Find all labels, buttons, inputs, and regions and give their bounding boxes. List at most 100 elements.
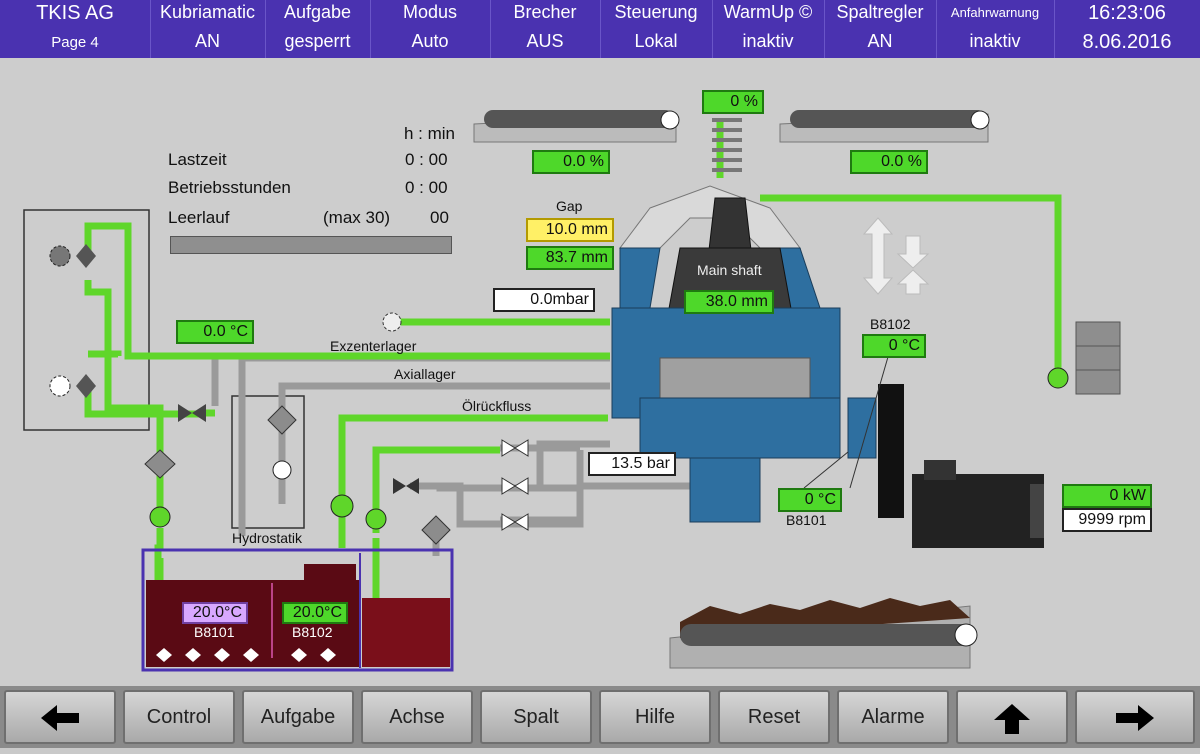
gap-label: Gap (556, 198, 583, 214)
header-cell-title: Brecher (513, 2, 577, 22)
exzenterlager-label: Exzenterlager (330, 338, 417, 354)
header-cell-warmup[interactable]: WarmUp © inaktiv (712, 0, 825, 58)
motor-power: 0 kW (1062, 484, 1152, 508)
alarme-button[interactable]: Alarme (837, 690, 949, 744)
oil-tank (141, 548, 454, 672)
clock-time: 16:23:06 (1088, 2, 1166, 24)
motor-icon (912, 460, 1044, 548)
up-down-arrows-icon (862, 217, 930, 295)
discharge-conveyor (669, 598, 978, 669)
company-name: TKIS AG (36, 2, 114, 24)
heater-icons (156, 648, 336, 662)
header-cell-title: Steuerung (614, 2, 698, 22)
piping-graphics (23, 110, 1121, 672)
header-cell-title: Kubriamatic (159, 2, 256, 22)
leerlauf-max: (max 30) (323, 208, 391, 227)
header-cell-title: Spaltregler (836, 2, 924, 22)
navigation-footer: Control Aufgabe Achse Spalt Hilfe Reset … (0, 686, 1200, 748)
oelrueckfluss-label: Ölrückfluss (462, 398, 532, 414)
control-button[interactable]: Control (123, 690, 235, 744)
header-cell-title: WarmUp © (723, 2, 813, 22)
axiallager-label: Axiallager (394, 366, 456, 382)
cooler-box (23, 209, 150, 431)
fan-icons (76, 244, 96, 398)
gap-setpoint[interactable]: 10.0 mm (526, 218, 614, 242)
header-cell-title: Anfahrwarnung (950, 5, 1040, 20)
pump-icons (49, 245, 387, 530)
feeder-left-percent: 0.0 % (532, 150, 610, 174)
header-cell-spaltregler[interactable]: Spaltregler AN (824, 0, 937, 58)
feeder-conveyor-right (779, 110, 990, 143)
top-center-percent: 0 % (702, 90, 764, 114)
tank-b8102-temperature: 20.0°C (282, 602, 348, 624)
leerlauf-value: 00 (430, 208, 449, 227)
leerlauf-label: Leerlauf (168, 208, 230, 227)
betrieb-value: 0 : 00 (405, 178, 448, 197)
oil-unit-icon (1075, 321, 1121, 395)
feeder-right-percent: 0.0 % (850, 150, 928, 174)
header-cell-value: AUS (526, 31, 564, 51)
tank-fluid-right (362, 598, 450, 667)
clock-date: 8.06.2016 (1082, 31, 1172, 53)
betrieb-label: Betriebsstunden (168, 178, 291, 197)
pressure-bar: 13.5 bar (588, 452, 676, 476)
feeder-conveyor-left (473, 110, 680, 143)
b8101-temperature: 0 °C (778, 488, 842, 512)
header-cell-title: Aufgabe (283, 2, 352, 22)
arrow-up-icon (994, 704, 1030, 734)
spring-icon (712, 118, 742, 172)
header-cell-value: gesperrt (284, 31, 351, 51)
unit-header: h : min (404, 124, 456, 143)
header-cell-aufgabe[interactable]: Aufgabe gesperrt (265, 0, 371, 58)
reset-button[interactable]: Reset (718, 690, 830, 744)
tank-b8101-temperature: 20.0°C (182, 602, 248, 624)
header-cell-value: Auto (411, 31, 449, 51)
pressure-mbar: 0.0mbar (493, 288, 595, 312)
header-company-cell: TKIS AG Page 4 (0, 0, 151, 58)
belt-drive (878, 384, 904, 518)
cone-crusher (611, 185, 877, 523)
tank-b8101-label: B8101 (194, 624, 235, 640)
hilfe-button[interactable]: Hilfe (599, 690, 711, 744)
hydrostatik-label: Hydrostatik (232, 530, 303, 546)
hydrostatik-box (231, 395, 305, 529)
aufgabe-button[interactable]: Aufgabe (242, 690, 354, 744)
header-cell-modus[interactable]: Modus Auto (370, 0, 491, 58)
achse-button[interactable]: Achse (361, 690, 473, 744)
arrow-right-icon (1116, 705, 1154, 731)
valve-icons (178, 404, 529, 531)
return-pump-icon (1047, 367, 1069, 389)
header-cell-value: inaktiv (742, 31, 794, 51)
tank-b8102-label: B8102 (292, 624, 333, 640)
arrow-left-icon (41, 705, 79, 731)
header-cell-value: AN (194, 31, 220, 51)
header-cell-title: Modus (402, 2, 458, 22)
process-diagram: h : min Lastzeit 0 : 00 Betriebsstunden … (0, 58, 1200, 686)
header-clock: 16:23:06 8.06.2016 (1054, 0, 1200, 58)
main-shaft-value: 38.0 mm (684, 290, 774, 314)
header-cell-value: Lokal (634, 31, 678, 51)
b8102-label: B8102 (870, 316, 911, 332)
page-number: Page 4 (51, 34, 99, 51)
b8101-label: B8101 (786, 512, 827, 528)
back-button[interactable] (4, 690, 116, 744)
forward-button[interactable] (1075, 690, 1195, 744)
oil-temperature: 0.0 °C (176, 320, 254, 344)
spalt-button[interactable]: Spalt (480, 690, 592, 744)
header-cell-brecher[interactable]: Brecher AUS (490, 0, 601, 58)
leerlauf-progress-bar (170, 236, 452, 254)
lastzeit-label: Lastzeit (168, 150, 227, 169)
header-cell-kubriamatic[interactable]: Kubriamatic AN (150, 0, 266, 58)
up-button[interactable] (956, 690, 1068, 744)
gap-actual: 83.7 mm (526, 246, 614, 270)
motor-speed: 9999 rpm (1062, 508, 1152, 532)
header-cell-value: AN (867, 31, 893, 51)
pressure-sensor-icon (382, 312, 402, 332)
filter-icons (144, 405, 451, 545)
header-cell-anfahrwarnung[interactable]: Anfahrwarnung inaktiv (936, 0, 1055, 58)
main-shaft-label: Main shaft (697, 262, 762, 278)
status-header: TKIS AG Page 4 Kubriamatic AN Aufgabe ge… (0, 0, 1200, 58)
header-cell-steuerung[interactable]: Steuerung Lokal (600, 0, 713, 58)
lastzeit-value: 0 : 00 (405, 150, 448, 169)
header-cell-value: inaktiv (969, 31, 1021, 51)
